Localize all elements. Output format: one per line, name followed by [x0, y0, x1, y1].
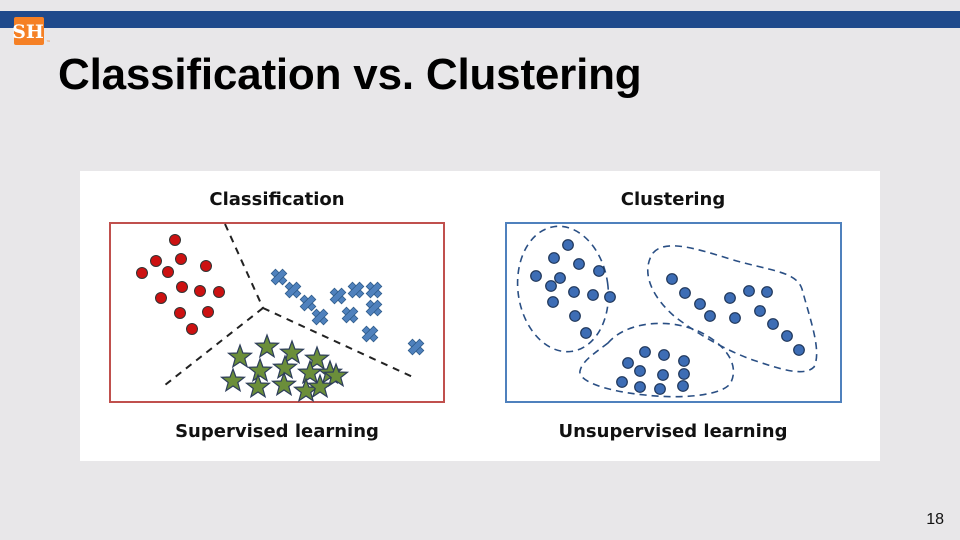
- cluster-point: [562, 239, 574, 251]
- page-number: 18: [926, 511, 944, 528]
- blue-cross-point: [347, 281, 365, 299]
- clustering-title: Clustering: [620, 189, 726, 210]
- blue-cross-point: [361, 325, 379, 343]
- cluster-point: [781, 330, 793, 342]
- red-point: [175, 253, 187, 265]
- cluster-point: [724, 292, 736, 304]
- cluster-point: [694, 298, 706, 310]
- green-star-point: [244, 373, 272, 399]
- red-point: [155, 292, 167, 304]
- cluster-point: [548, 252, 560, 264]
- cluster-point: [593, 265, 605, 277]
- cluster-point: [573, 258, 585, 270]
- cluster-point: [793, 344, 805, 356]
- green-star-point: [322, 362, 350, 388]
- green-star-point: [219, 367, 247, 393]
- blue-cross-point: [299, 294, 317, 312]
- red-point: [169, 234, 181, 246]
- red-point: [150, 255, 162, 267]
- red-point: [186, 323, 198, 335]
- blue-cross-point: [341, 306, 359, 324]
- cluster-point: [604, 291, 616, 303]
- cluster-point: [754, 305, 766, 317]
- cluster-points: [530, 239, 805, 395]
- cluster-point: [547, 296, 559, 308]
- blue-cross-point: [365, 299, 383, 317]
- red-point: [213, 286, 225, 298]
- classification-clustering-figure: Classification Supervised learning Clust…: [80, 171, 880, 461]
- cluster-point: [654, 383, 666, 395]
- green-star-point: [278, 339, 306, 365]
- green-star-point: [246, 357, 274, 383]
- red-point: [202, 306, 214, 318]
- blue-cross-point: [407, 338, 425, 356]
- cluster-point: [616, 376, 628, 388]
- cluster-point: [729, 312, 741, 324]
- cluster-boundary-2: [646, 245, 818, 373]
- blue-cross-point: [284, 281, 302, 299]
- green-star-point: [226, 343, 254, 369]
- blue-cross-point: [329, 287, 347, 305]
- red-point: [176, 281, 188, 293]
- cluster-point: [678, 355, 690, 367]
- blue-cross-point: [270, 268, 288, 286]
- blue-class-points: [270, 268, 425, 356]
- classification-title: Classification: [209, 189, 345, 210]
- cluster-boundary-3: [579, 322, 735, 398]
- blue-cross-point: [365, 281, 383, 299]
- cluster-point: [530, 270, 542, 282]
- slide-title: Classification vs. Clustering: [58, 50, 642, 99]
- cluster-boundaries: [516, 225, 818, 398]
- red-point: [162, 266, 174, 278]
- university-logo: SH ™: [12, 17, 50, 46]
- cluster-point: [587, 289, 599, 301]
- cluster-point: [545, 280, 557, 292]
- cluster-point: [679, 287, 691, 299]
- top-accent-bar: [0, 11, 960, 28]
- cluster-point: [666, 273, 678, 285]
- logo-text: SH: [12, 21, 44, 43]
- green-star-point: [303, 345, 331, 371]
- cluster-point: [704, 310, 716, 322]
- blue-cross-point: [311, 308, 329, 326]
- red-point: [136, 267, 148, 279]
- cluster-point: [580, 327, 592, 339]
- green-star-point: [271, 354, 299, 380]
- figure-drawing: [109, 222, 842, 403]
- clustering-caption: Unsupervised learning: [558, 421, 788, 442]
- clustering-frame: [505, 222, 842, 403]
- red-point: [200, 260, 212, 272]
- cluster-point: [634, 381, 646, 393]
- green-star-point: [253, 333, 281, 359]
- classification-frame: [109, 222, 445, 403]
- cluster-point: [761, 286, 773, 298]
- green-star-point: [270, 371, 298, 397]
- cluster-point: [678, 368, 690, 380]
- cluster-point: [767, 318, 779, 330]
- cluster-point: [622, 357, 634, 369]
- red-point: [174, 307, 186, 319]
- cluster-point: [554, 272, 566, 284]
- green-class-points: [219, 333, 350, 403]
- cluster-point: [743, 285, 755, 297]
- cluster-point: [569, 310, 581, 322]
- cluster-point: [658, 349, 670, 361]
- svg-text:™: ™: [46, 40, 50, 46]
- cluster-point: [657, 369, 669, 381]
- green-star-point: [306, 373, 334, 399]
- decision-boundaries: [164, 223, 416, 386]
- cluster-point: [639, 346, 651, 358]
- red-point: [194, 285, 206, 297]
- cluster-point: [634, 365, 646, 377]
- classification-caption: Supervised learning: [175, 421, 379, 442]
- green-star-point: [292, 377, 320, 403]
- red-class-points: [136, 234, 225, 335]
- cluster-point: [568, 286, 580, 298]
- cluster-point: [677, 380, 689, 392]
- cluster-boundary-1: [516, 225, 610, 353]
